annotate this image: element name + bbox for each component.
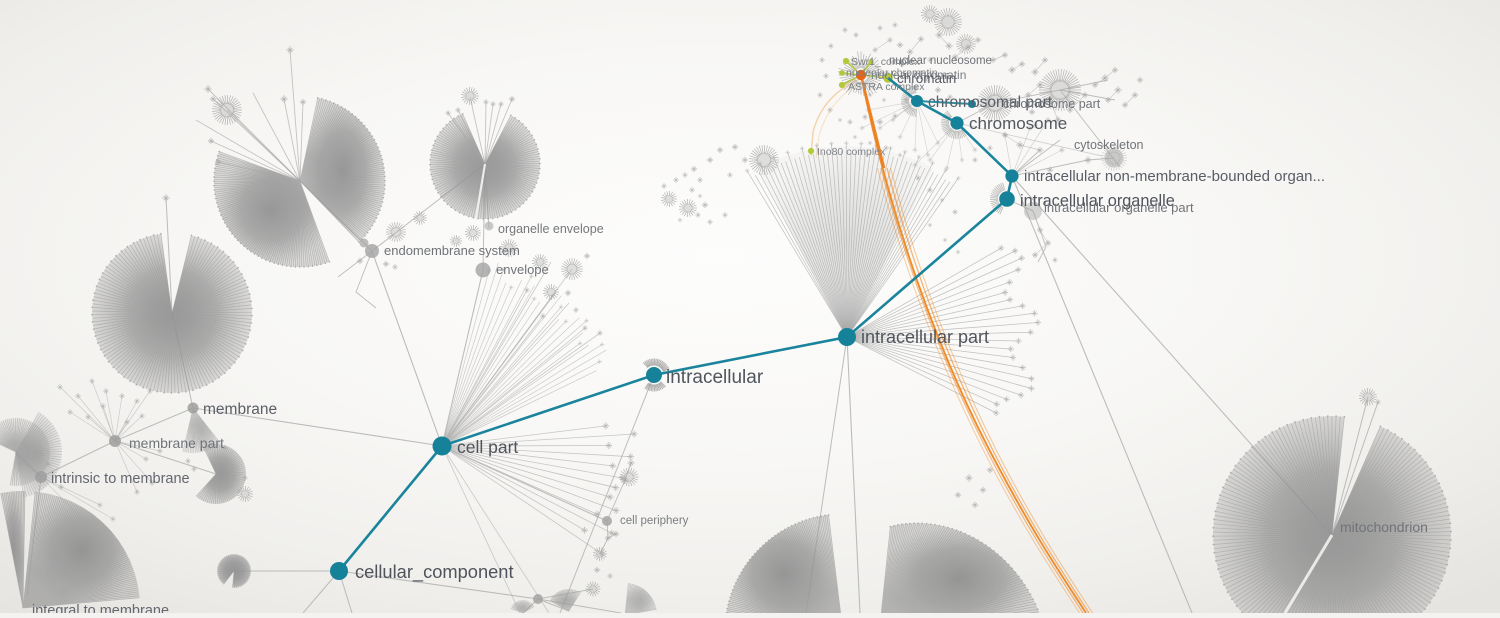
svg-text:chromosomal part: chromosomal part bbox=[928, 94, 1053, 111]
svg-text:intracellular organelle part: intracellular organelle part bbox=[1044, 200, 1194, 215]
svg-text:cell periphery: cell periphery bbox=[620, 515, 689, 527]
svg-text:nuclear nucleosome: nuclear nucleosome bbox=[889, 55, 992, 67]
svg-text:membrane part: membrane part bbox=[129, 435, 224, 451]
svg-text:integral to membrane: integral to membrane bbox=[32, 603, 169, 613]
svg-text:Swr1_complex: Swr1_complex bbox=[851, 56, 921, 68]
svg-text:organelle envelope: organelle envelope bbox=[498, 222, 604, 236]
svg-text:Ino80 complex: Ino80 complex bbox=[817, 146, 886, 158]
svg-text:intracellular non-membrane-bou: intracellular non-membrane-bounded organ… bbox=[1024, 168, 1325, 185]
svg-text:endomembrane system: endomembrane system bbox=[384, 243, 520, 258]
svg-text:intracellular part: intracellular part bbox=[861, 327, 989, 347]
svg-text:intracellular organelle: intracellular organelle bbox=[1020, 192, 1175, 210]
svg-text:mitochondrion: mitochondrion bbox=[1340, 519, 1428, 535]
svg-text:cytoskeleton: cytoskeleton bbox=[1074, 138, 1144, 152]
svg-text:intracellular: intracellular bbox=[666, 367, 764, 388]
svg-text:ASTRA complex: ASTRA complex bbox=[848, 81, 925, 93]
svg-text:intrinsic to membrane: intrinsic to membrane bbox=[51, 471, 190, 487]
svg-text:chromosome part: chromosome part bbox=[1003, 97, 1101, 111]
svg-text:nuclear chromatin: nuclear chromatin bbox=[871, 68, 966, 82]
svg-text:cellular_component: cellular_component bbox=[355, 561, 514, 583]
svg-text:chromatin: chromatin bbox=[897, 71, 956, 86]
svg-text:nucleolar chromatin: nucleolar chromatin bbox=[846, 67, 938, 79]
svg-text:chromosome: chromosome bbox=[969, 114, 1067, 133]
svg-text:cell part: cell part bbox=[457, 437, 518, 457]
svg-text:membrane: membrane bbox=[203, 401, 277, 418]
svg-text:envelope: envelope bbox=[496, 262, 549, 277]
